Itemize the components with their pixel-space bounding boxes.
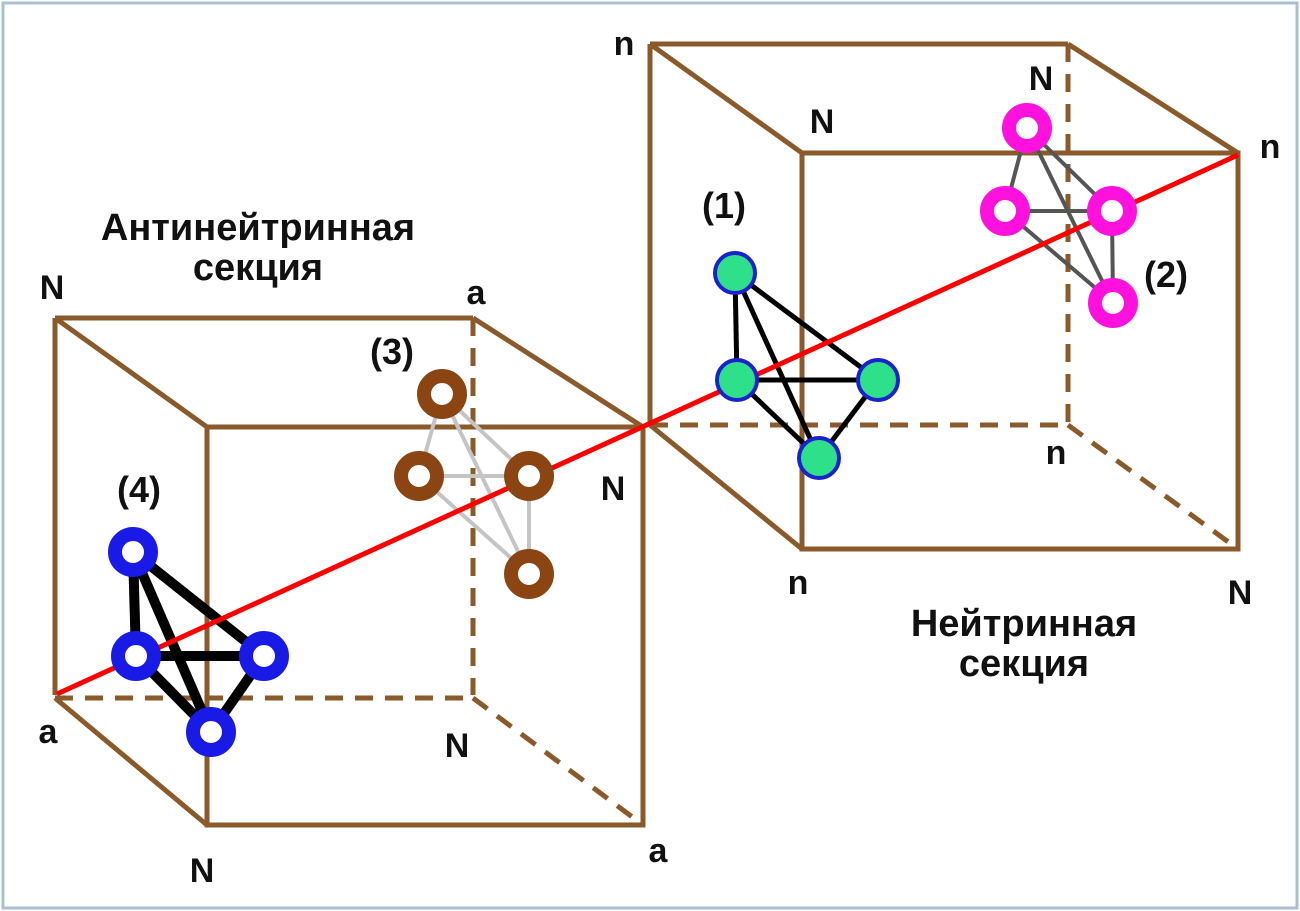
tetrahedron-4-label: (4)	[117, 469, 161, 510]
tetrahedron-4-node	[239, 631, 289, 681]
tetrahedron-3-node	[504, 451, 554, 501]
tetrahedron-1-node	[713, 251, 757, 295]
tetrahedron-1-edges	[732, 270, 880, 460]
left-cube-edge	[53, 315, 209, 430]
right-cube-corner-label: n	[788, 564, 809, 602]
tetrahedron-1-edge	[733, 270, 880, 383]
right-cube-edge	[1066, 41, 1240, 156]
left-cube-corner-label: N	[190, 852, 215, 890]
left-cube	[52, 315, 646, 828]
tetrahedron-2-node	[980, 186, 1030, 236]
tetrahedron-3-node	[417, 369, 467, 419]
tetrahedron-3-label: (3)	[370, 331, 414, 372]
left-cube-edge	[471, 315, 645, 430]
right-cube-edge	[648, 41, 804, 156]
tetrahedron-2-label: (2)	[1144, 254, 1188, 295]
tetrahedron-1-node	[797, 436, 841, 480]
left-cube-edge	[53, 696, 209, 827]
right-cube-corner-label: n	[614, 25, 635, 63]
tetrahedron-2-node	[1088, 278, 1138, 328]
tetrahedron-4-node	[108, 527, 158, 577]
tetrahedron-3-edge	[440, 393, 531, 575]
right-cube-corner-label: n	[1260, 128, 1281, 166]
left-cube-corner-label: N	[601, 470, 626, 508]
tetrahedron-2-node	[1002, 103, 1052, 153]
neutrino-section-title-line1: Нейтринная	[911, 603, 1137, 645]
right-cube-edge	[648, 423, 804, 551]
tetrahedron-3-node	[394, 451, 444, 501]
antineutrino-section-title-line1: Антинейтринная	[101, 207, 415, 249]
tetrahedron-2-nodes	[980, 103, 1138, 328]
left-cube-corner-label: N	[40, 269, 65, 307]
left-cube-corner-label: a	[467, 274, 487, 312]
right-cube-corner-label: n	[1046, 434, 1067, 472]
neutrino-section-title-line2: секция	[959, 643, 1089, 685]
tetrahedron-4-node	[186, 707, 236, 757]
tetrahedron-1-label: (1)	[702, 185, 746, 226]
tetrahedron-3-nodes	[394, 369, 554, 599]
tetrahedron-4-edge	[128, 547, 269, 661]
right-cube-corner-label: N	[1029, 60, 1054, 98]
right-cube-corner-label: N	[810, 103, 835, 141]
tetrahedron-1-node	[715, 358, 759, 402]
tetrahedron-1-nodes	[713, 251, 900, 480]
right-cube	[647, 41, 1241, 552]
antineutrino-section-title-line2: секция	[193, 247, 323, 289]
left-cube-corner-label: N	[445, 727, 470, 765]
left-cube-corner-label: a	[649, 832, 669, 870]
tetrahedron-4-node	[111, 631, 161, 681]
tetrahedron-2-node	[1087, 186, 1137, 236]
left-cube-edge-hidden	[471, 695, 645, 828]
tetrahedron-1-node	[856, 358, 900, 402]
tetrahedron-4-nodes	[108, 527, 289, 757]
tetrahedron-2-edge	[1025, 127, 1115, 304]
right-cube-corner-label: N	[1228, 574, 1253, 612]
symmetry-axis	[55, 152, 1240, 697]
tetrahedron-3-node	[504, 549, 554, 599]
left-cube-corner-label: a	[39, 713, 59, 751]
right-cube-edge-hidden	[1066, 422, 1240, 552]
